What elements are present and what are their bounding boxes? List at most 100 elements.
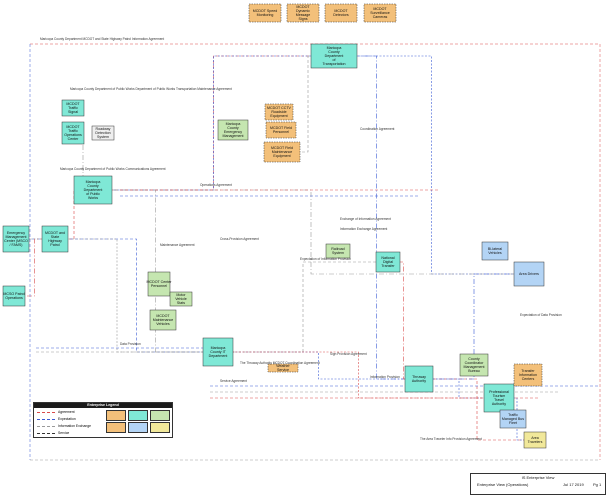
- diagram-node-box: [169, 291, 193, 307]
- diagram-node-box: [513, 261, 545, 287]
- diagram-node-box: [459, 353, 489, 377]
- legend-label: Information Exchange: [58, 424, 91, 428]
- diagram-node-box: [481, 241, 509, 261]
- diagram-node-box: [310, 43, 358, 69]
- flow-label: Expectation of Information Provision: [300, 257, 351, 261]
- diagram-node-box: [286, 3, 320, 23]
- title-block-date: Jul 17 2019: [563, 482, 584, 487]
- flow-label: Service Agreement: [220, 379, 247, 383]
- flow-edge: [55, 238, 218, 353]
- diagram-node-box: [263, 141, 301, 163]
- diagram-node-box: [61, 121, 85, 145]
- legend-kind-swatch: [128, 410, 148, 421]
- diagram-node-box: [523, 431, 547, 449]
- legend-swatch: [37, 418, 55, 420]
- legend-kind-swatch: [128, 422, 148, 433]
- legend-kind-swatch: [106, 422, 126, 433]
- flow-edge: [388, 261, 419, 380]
- legend-kind-swatch: [106, 410, 126, 421]
- diagram-node-box: [248, 3, 282, 23]
- diagram-node-box: [375, 251, 401, 273]
- diagram-node[interactable]: Area Drivers: [513, 261, 545, 287]
- flow-label: Cross-Provision Agreement: [220, 237, 259, 241]
- flow-label: Maintenance Agreement: [160, 243, 195, 247]
- diagram-node-box: [61, 99, 85, 117]
- diagram-node-box: [217, 119, 249, 141]
- flow-label: Sign Provision Agreement: [330, 352, 367, 356]
- legend-row: Information Exchange: [37, 424, 97, 430]
- diagram-node-box: [147, 271, 171, 297]
- legend-swatch: [37, 432, 55, 434]
- legend-kind-swatch: [150, 422, 170, 433]
- diagram-node-box: [499, 409, 527, 429]
- legend-row: Agreement: [37, 410, 97, 416]
- diagram-node-box: [91, 125, 115, 141]
- flow-edge: [93, 189, 529, 275]
- legend-row: Expectation: [37, 417, 97, 423]
- diagram-node-box: [41, 225, 69, 253]
- diagram-node-box: [265, 121, 297, 139]
- flow-edge: [218, 351, 499, 399]
- title-block: IS Enterprise View Enterprise View (Oper…: [470, 473, 606, 495]
- diagram-node-box: [267, 363, 299, 373]
- title-block-line1: IS Enterprise View: [521, 475, 555, 480]
- flow-edge: [419, 378, 535, 441]
- diagram-node-label: Area Drivers: [519, 272, 539, 276]
- diagram-node-box: [325, 243, 351, 259]
- flow-label: The Thruway Authority MCDOT Coordination…: [240, 361, 320, 365]
- flow-label: The Area Traveler Info Provision Agreeme…: [420, 437, 482, 441]
